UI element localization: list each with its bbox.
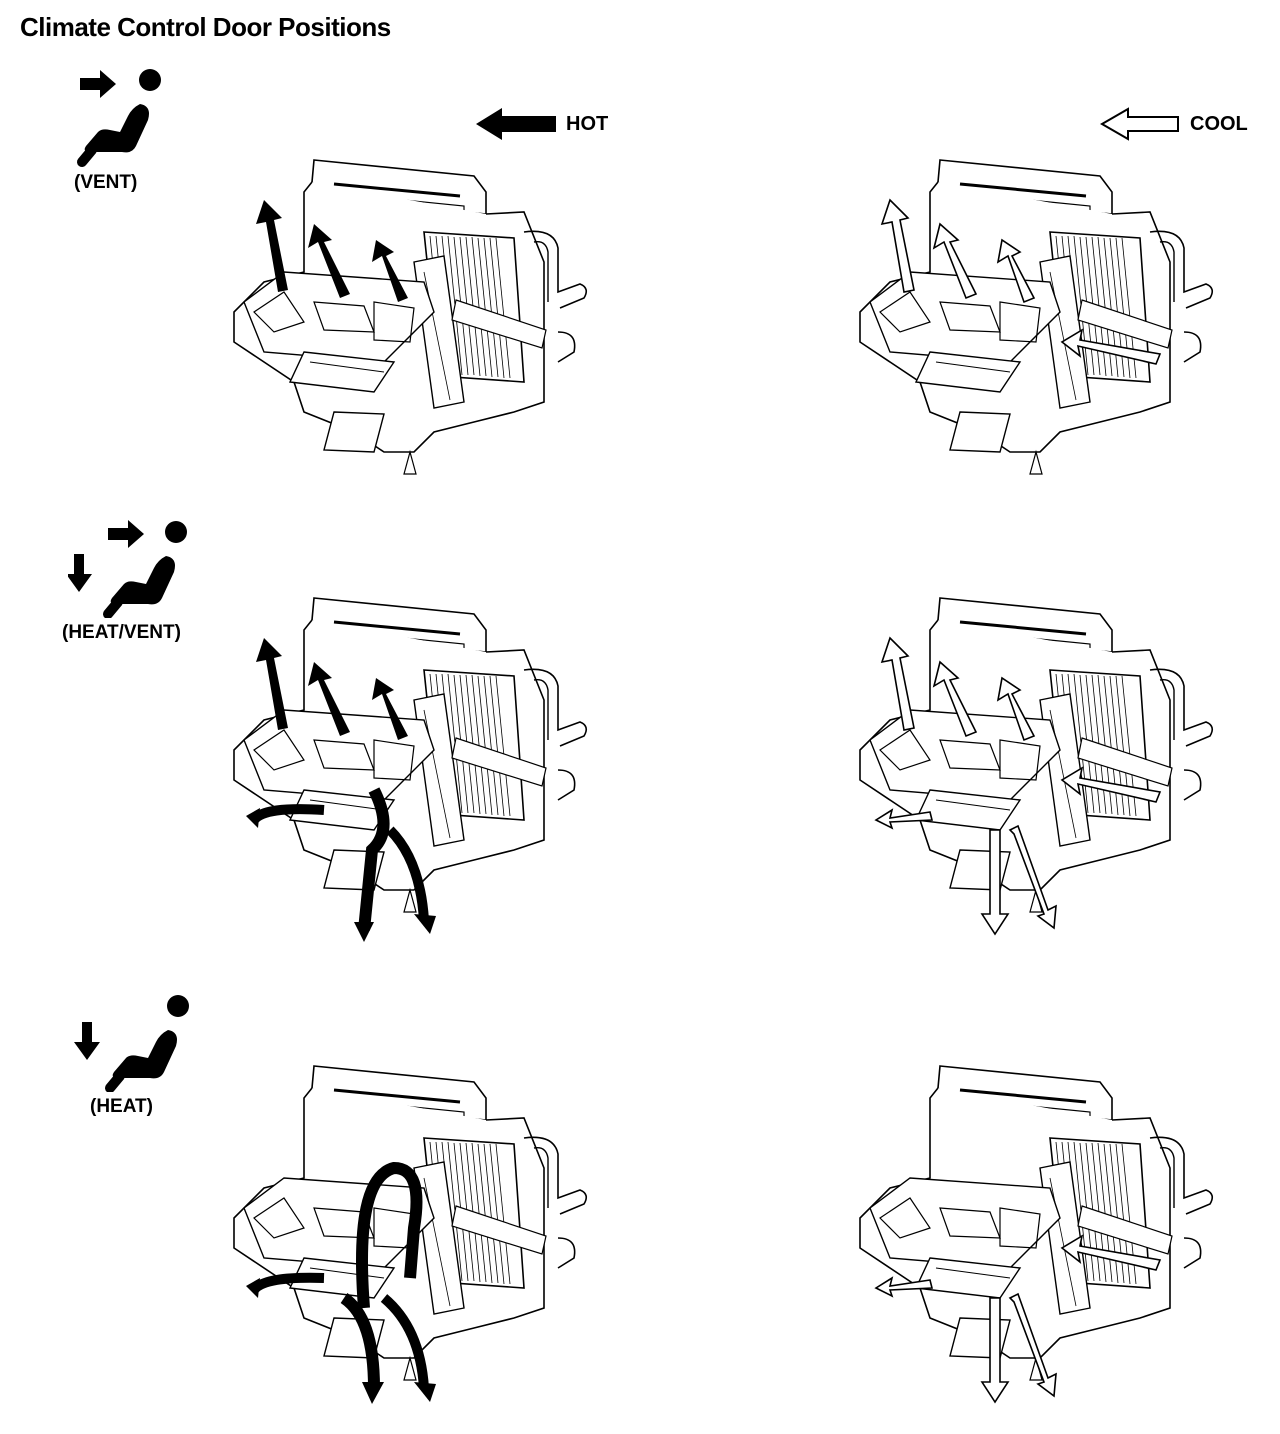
mode-heat bbox=[74, 992, 294, 1097]
legend-hot: HOT bbox=[476, 106, 608, 142]
heat-vent-mode-icon bbox=[66, 520, 187, 619]
mode-heat-vent-label: (HEAT/VENT) bbox=[62, 622, 181, 643]
mode-vent-label: (VENT) bbox=[74, 172, 138, 193]
unit-heat-hot bbox=[224, 1058, 594, 1418]
unit-heat-vent-cool bbox=[850, 590, 1220, 950]
cool-arrow-icon bbox=[1100, 107, 1179, 141]
legend-cool-label: COOL bbox=[1190, 112, 1248, 135]
hot-airflow-arrows bbox=[246, 638, 436, 942]
unit-heat-cool bbox=[850, 1058, 1220, 1418]
mode-heat-vent bbox=[66, 518, 288, 623]
vent-mode-icon bbox=[77, 69, 161, 167]
mode-heat-label: (HEAT) bbox=[90, 1096, 153, 1117]
unit-vent-cool bbox=[850, 152, 1220, 492]
legend-cool: COOL bbox=[1100, 106, 1248, 142]
cool-airflow-arrows bbox=[880, 198, 1162, 365]
unit-vent-hot bbox=[224, 152, 594, 492]
unit-heat-vent-hot bbox=[224, 590, 594, 950]
cool-airflow-arrows bbox=[874, 636, 1162, 936]
hot-airflow-arrows bbox=[256, 200, 408, 302]
page-title: Climate Control Door Positions bbox=[20, 12, 391, 42]
legend-hot-label: HOT bbox=[566, 112, 609, 135]
hot-airflow-arrows bbox=[246, 1161, 436, 1404]
mode-vent bbox=[70, 66, 290, 176]
heat-mode-icon bbox=[74, 995, 189, 1093]
cool-airflow-arrows bbox=[874, 1234, 1162, 1404]
hot-arrow-icon bbox=[476, 108, 556, 140]
